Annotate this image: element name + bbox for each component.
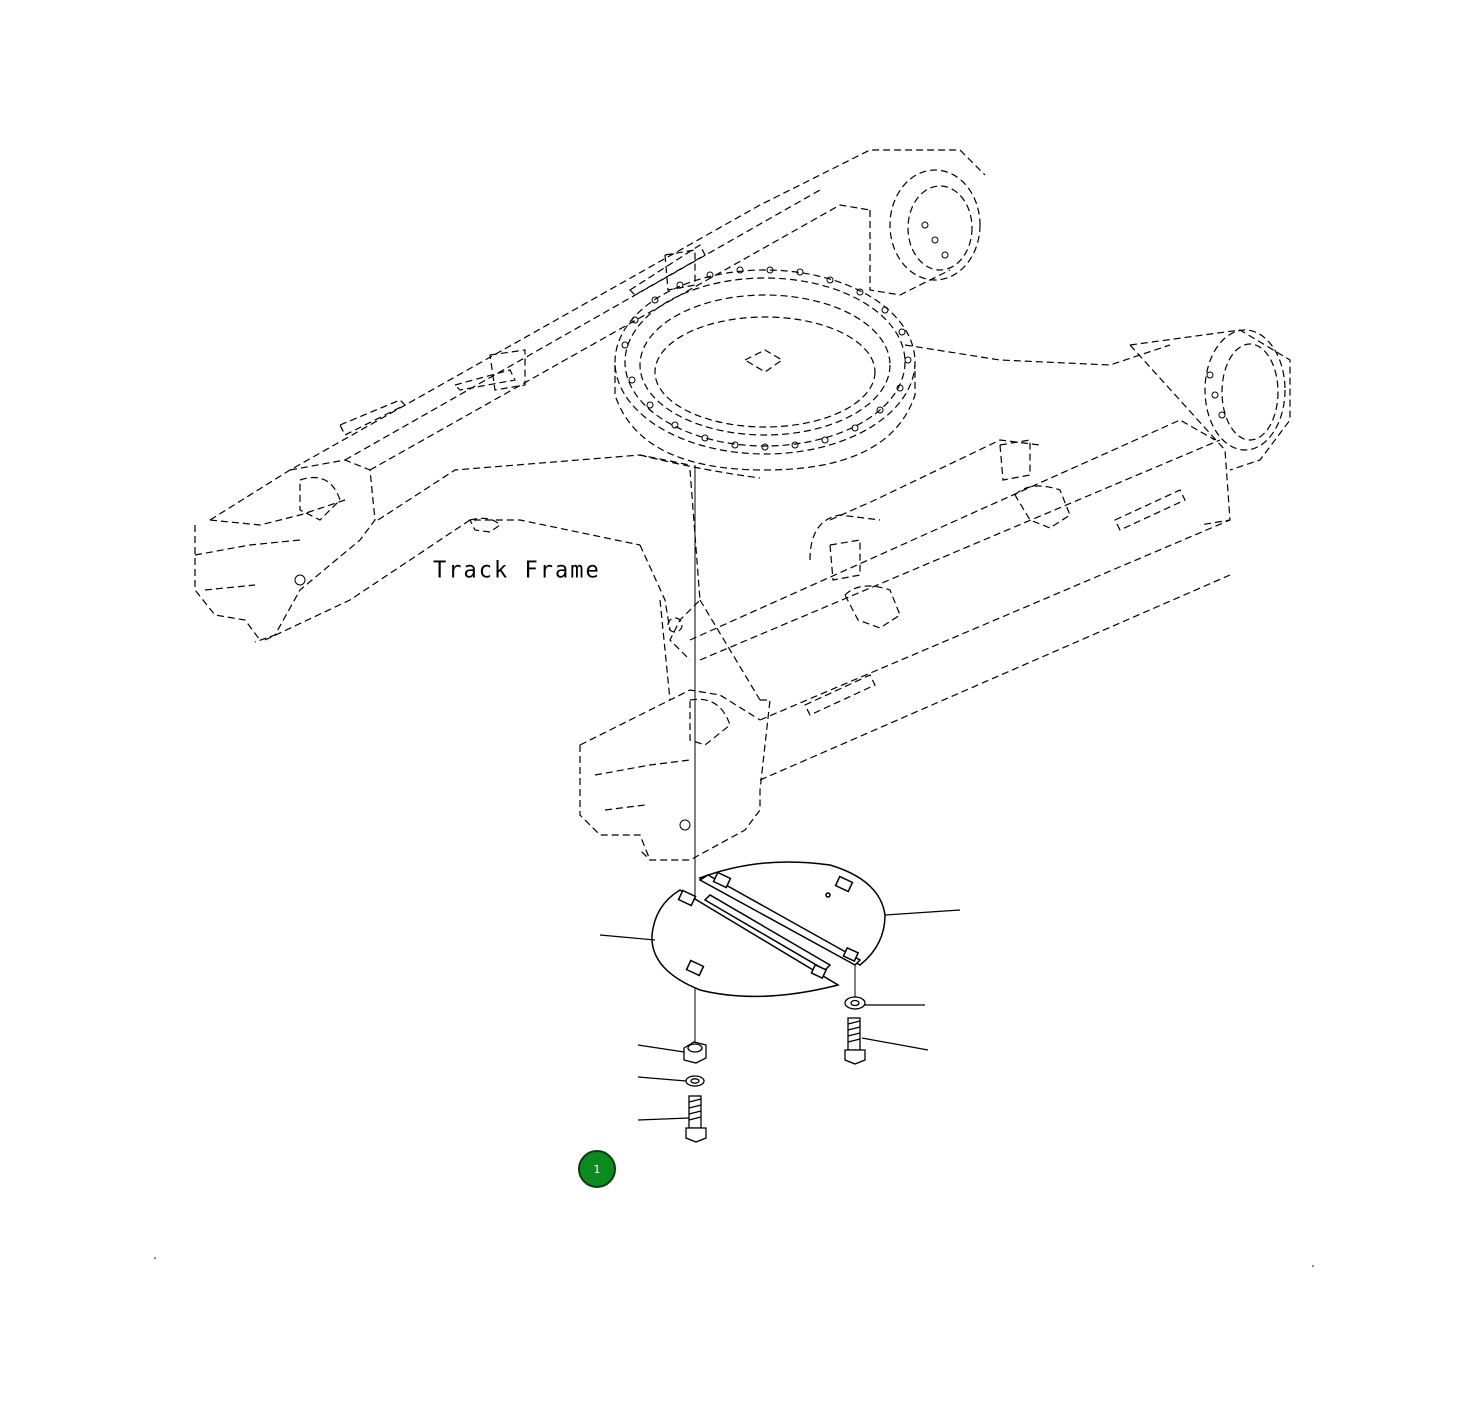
callout-badge-1[interactable]: 1 xyxy=(578,1150,616,1188)
swing-circle-bolt-holes xyxy=(294,221,1226,831)
fasteners xyxy=(683,996,866,1143)
cover-plate xyxy=(651,861,886,998)
nut-left xyxy=(683,1041,707,1064)
corner-mark-right xyxy=(1312,1265,1314,1267)
track-frame-label: Track Frame xyxy=(433,557,601,584)
leader-lines xyxy=(599,909,961,1121)
bolt-left xyxy=(685,1095,707,1143)
track-frame-outline xyxy=(194,149,1291,861)
bolt-right xyxy=(844,1017,866,1065)
corner-mark-left xyxy=(154,1257,156,1259)
